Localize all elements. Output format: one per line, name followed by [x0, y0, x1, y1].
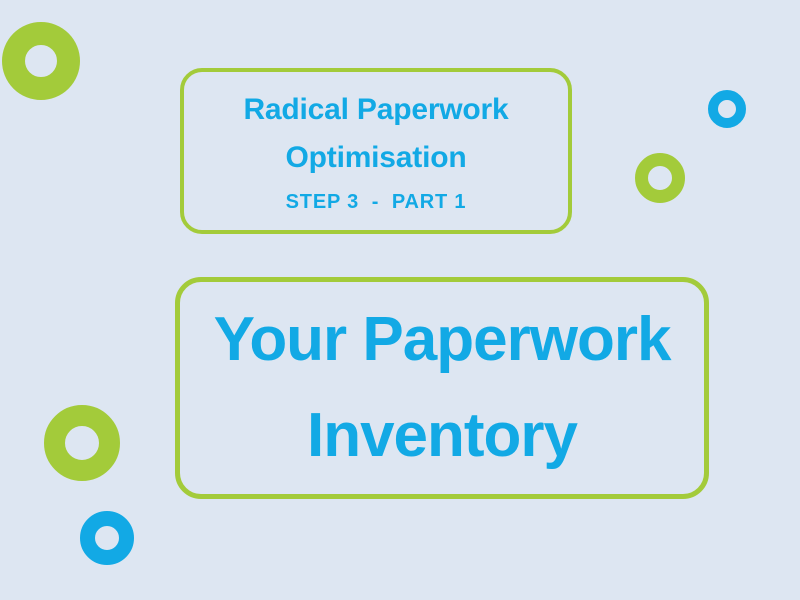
- program-subtitle-card: Radical Paperwork Optimisation STEP 3 - …: [180, 68, 572, 234]
- step-part-label: STEP 3 - PART 1: [285, 191, 467, 213]
- main-title-line-2: Inventory: [306, 401, 578, 470]
- green-ring-icon-right: [635, 153, 685, 203]
- program-title-line-1: Radical Paperwork: [243, 93, 509, 126]
- blue-ring-icon-bottom-left: [80, 511, 134, 565]
- main-title-line-1: Your Paperwork: [213, 305, 672, 374]
- blue-ring-icon-top-right: [708, 90, 746, 128]
- program-title-line-2: Optimisation: [285, 141, 467, 174]
- green-ring-icon-left: [44, 405, 120, 481]
- green-ring-icon-top-left: [2, 22, 80, 100]
- main-title-card: Your Paperwork Inventory: [175, 277, 709, 499]
